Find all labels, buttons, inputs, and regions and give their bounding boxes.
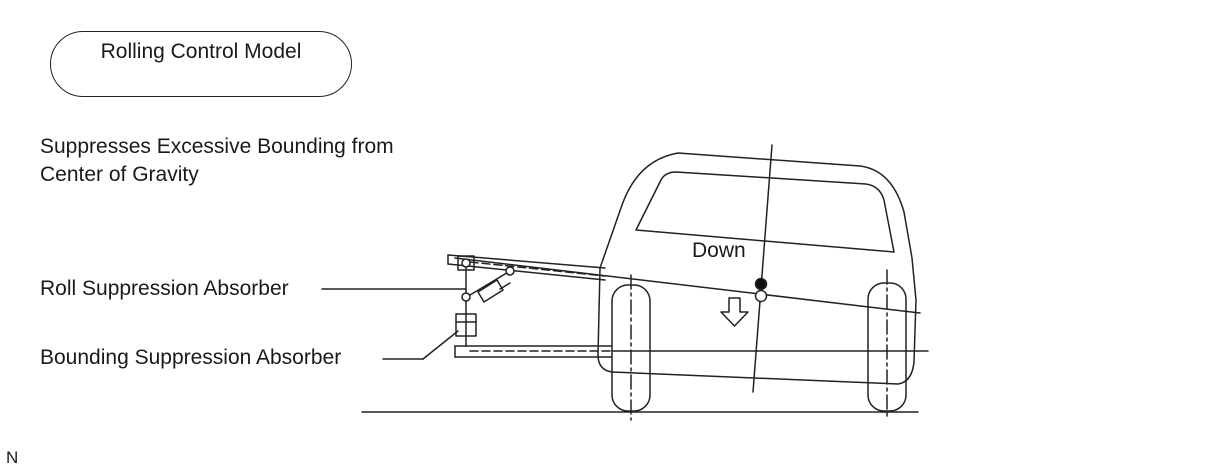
description-line-2: Center of Gravity [40, 163, 199, 186]
roll-arm [469, 270, 511, 296]
roll-absorber-cap [499, 282, 511, 290]
upper-bar-center [469, 261, 606, 277]
joint-top [461, 258, 471, 268]
bounding-absorber-body [455, 313, 477, 337]
bounding-leader-diag [422, 330, 459, 360]
roll-absorber-body [477, 279, 504, 303]
description-line-1: Suppresses Excessive Bounding from [40, 135, 394, 158]
roll-absorber-label: Roll Suppression Absorber [40, 277, 289, 300]
center-of-gravity-dot [754, 277, 768, 291]
corner-mark: N [6, 448, 19, 467]
down-label: Down [692, 239, 746, 262]
displaced-center-dot [754, 289, 768, 303]
joint-mid [461, 292, 471, 302]
joint-roll-top [505, 266, 515, 276]
bounding-absorber-label: Bounding Suppression Absorber [40, 346, 342, 369]
rear-window [635, 171, 895, 253]
roll-line [454, 257, 921, 314]
body-axis [752, 144, 773, 393]
diagram-title: Rolling Control Model [100, 40, 302, 63]
vehicle-body [597, 152, 917, 385]
down-arrow-icon [720, 297, 749, 327]
title-box: Rolling Control Model [50, 31, 352, 97]
description: Suppresses Excessive Bounding from Cente… [40, 133, 394, 189]
